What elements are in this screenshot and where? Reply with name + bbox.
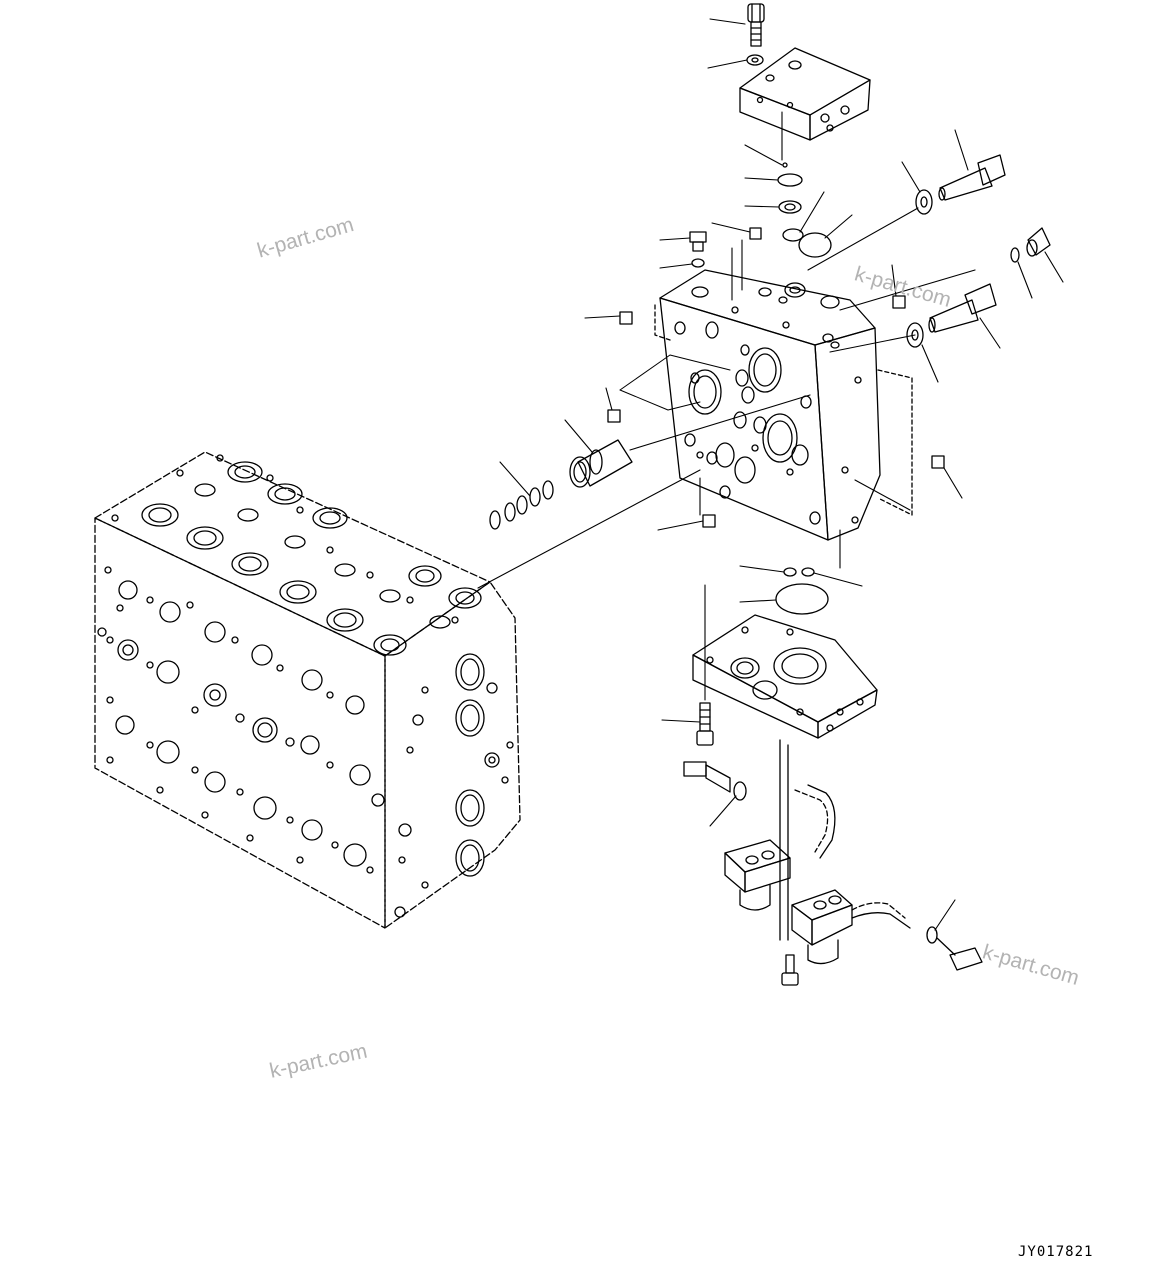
top-cover-block xyxy=(739,47,871,141)
end-cover-block xyxy=(692,614,878,739)
o-rings xyxy=(775,567,829,615)
solenoid-assembly xyxy=(683,739,983,971)
leader-lines xyxy=(477,18,1064,931)
figure-code: JY017821 xyxy=(1018,1244,1094,1260)
main-valve-body-ports xyxy=(97,454,514,918)
lower-bolt xyxy=(696,702,799,986)
fasteners xyxy=(489,3,1051,530)
valve-section xyxy=(619,269,913,541)
